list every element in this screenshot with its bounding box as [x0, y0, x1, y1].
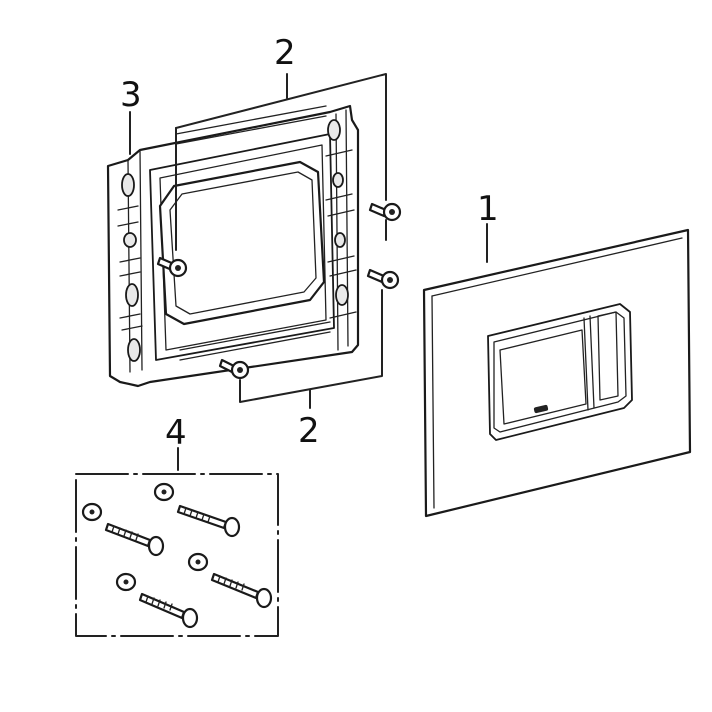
long-screw-icon [176, 504, 241, 538]
flush-plate [422, 228, 692, 518]
mounting-frame [106, 104, 360, 388]
screw-icon [156, 256, 188, 278]
screw-group-2 [156, 202, 402, 380]
screw-icon [368, 202, 402, 222]
washer-icon [115, 572, 137, 592]
fixing-set-contents [81, 482, 273, 629]
washer-icon [187, 552, 209, 572]
callout-4: 4 [165, 413, 187, 453]
callout-1: 1 [477, 189, 499, 229]
washer-icon [81, 502, 103, 522]
callout-2-bottom: 2 [298, 411, 320, 451]
washer-icon [153, 482, 175, 502]
screw-icon [366, 268, 400, 290]
callout-3: 3 [120, 75, 142, 115]
callout-2-top: 2 [274, 33, 296, 73]
leader-lines-2 [175, 73, 387, 409]
long-screw-icon [138, 592, 199, 629]
long-screw-icon [104, 522, 165, 557]
screw-icon [218, 358, 250, 380]
long-screw-icon [210, 572, 273, 609]
fixing-set-box [75, 473, 279, 637]
